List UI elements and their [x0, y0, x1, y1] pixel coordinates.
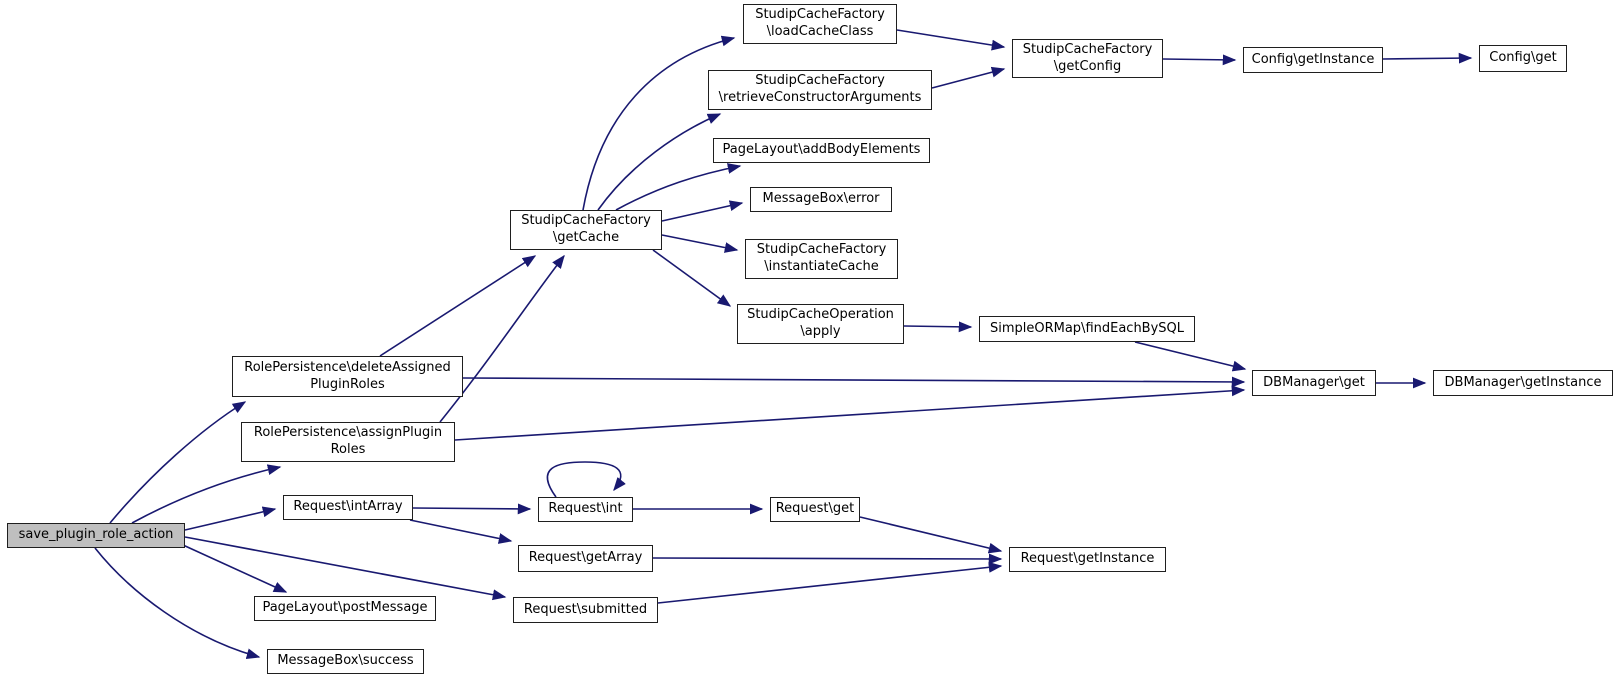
- graph-node-configGet[interactable]: Config\get: [1479, 45, 1567, 72]
- graph-node-getArray[interactable]: Request\getArray: [518, 545, 653, 572]
- edge-requestInt-to-requestInt: [546, 461, 626, 498]
- graph-node-dbManagerGet[interactable]: DBManager\get: [1252, 370, 1376, 396]
- edge-getArray-to-requestGetInstance: [652, 553, 1003, 565]
- edge-apply-to-findEachBySQL: [903, 321, 973, 333]
- edge-getCache-to-addBodyElements: [615, 163, 742, 211]
- graph-node-requestGetInstance[interactable]: Request\getInstance: [1009, 547, 1166, 572]
- graph-node-requestGet[interactable]: Request\get: [770, 497, 860, 522]
- graph-node-instantiateCache[interactable]: StudipCacheFactory \instantiateCache: [745, 239, 898, 279]
- edge-getCache-to-instantiateCache: [661, 234, 739, 253]
- edge-getCache-to-loadCacheClass: [582, 35, 736, 211]
- edge-getConfig-to-configGetInstance: [1162, 54, 1237, 66]
- edge-loadCacheClass-to-getConfig: [896, 29, 1006, 51]
- graph-node-dbManagerGetInstance[interactable]: DBManager\getInstance: [1433, 370, 1613, 396]
- edge-getCache-to-retrieveConstructorArguments: [597, 113, 722, 211]
- edge-getCache-to-apply: [652, 249, 732, 307]
- graph-node-intArray[interactable]: Request\intArray: [283, 495, 413, 520]
- graph-node-error[interactable]: MessageBox\error: [750, 187, 892, 212]
- edge-group: [94, 29, 1473, 659]
- edge-save_plugin_role_action-to-success: [94, 547, 261, 659]
- graph-node-getConfig[interactable]: StudipCacheFactory \getConfig: [1012, 39, 1163, 78]
- edge-intArray-to-getArray: [409, 519, 513, 544]
- graph-node-retrieveConstructorArguments[interactable]: StudipCacheFactory \retrieveConstructorA…: [708, 70, 932, 110]
- edge-findEachBySQL-to-dbManagerGet: [1134, 341, 1247, 372]
- edge-save_plugin_role_action-to-postMessage: [182, 544, 288, 593]
- edge-save_plugin_role_action-to-deleteAssignedPluginRoles: [109, 401, 247, 524]
- edge-deleteAssignedPluginRoles-to-getCache: [379, 255, 537, 357]
- graph-node-deleteAssignedPluginRoles[interactable]: RolePersistence\deleteAssigned PluginRol…: [232, 356, 463, 397]
- edge-save_plugin_role_action-to-intArray: [184, 506, 277, 531]
- edge-save_plugin_role_action-to-assignPluginRoles: [131, 464, 282, 524]
- edge-requestGet-to-requestGetInstance: [859, 516, 1003, 554]
- graph-node-save_plugin_role_action[interactable]: save_plugin_role_action: [7, 523, 185, 548]
- graph-node-requestInt[interactable]: Request\int: [538, 497, 633, 522]
- edge-assignPluginRoles-to-dbManagerGet: [454, 385, 1246, 441]
- graph-node-addBodyElements[interactable]: PageLayout\addBodyElements: [713, 138, 930, 163]
- edge-assignPluginRoles-to-getCache: [439, 254, 565, 423]
- graph-node-loadCacheClass[interactable]: StudipCacheFactory \loadCacheClass: [743, 4, 897, 44]
- graph-node-findEachBySQL[interactable]: SimpleORMap\findEachBySQL: [979, 316, 1195, 342]
- graph-node-configGetInstance[interactable]: Config\getInstance: [1243, 47, 1383, 73]
- edge-retrieveConstructorArguments-to-getConfig: [931, 66, 1006, 89]
- graph-node-getCache[interactable]: StudipCacheFactory \getCache: [510, 210, 662, 250]
- edge-save_plugin_role_action-to-submitted: [184, 536, 507, 601]
- graph-node-postMessage[interactable]: PageLayout\postMessage: [254, 596, 436, 621]
- edge-intArray-to-requestInt: [412, 503, 532, 515]
- graph-node-success[interactable]: MessageBox\success: [267, 649, 424, 674]
- graph-node-assignPluginRoles[interactable]: RolePersistence\assignPlugin Roles: [241, 422, 455, 462]
- edge-configGetInstance-to-configGet: [1382, 52, 1473, 64]
- edge-submitted-to-requestGetInstance: [657, 561, 1003, 604]
- edge-getCache-to-error: [661, 200, 744, 222]
- graph-node-submitted[interactable]: Request\submitted: [513, 597, 658, 623]
- edge-deleteAssignedPluginRoles-to-dbManagerGet: [462, 376, 1246, 388]
- graph-node-apply[interactable]: StudipCacheOperation \apply: [737, 304, 904, 344]
